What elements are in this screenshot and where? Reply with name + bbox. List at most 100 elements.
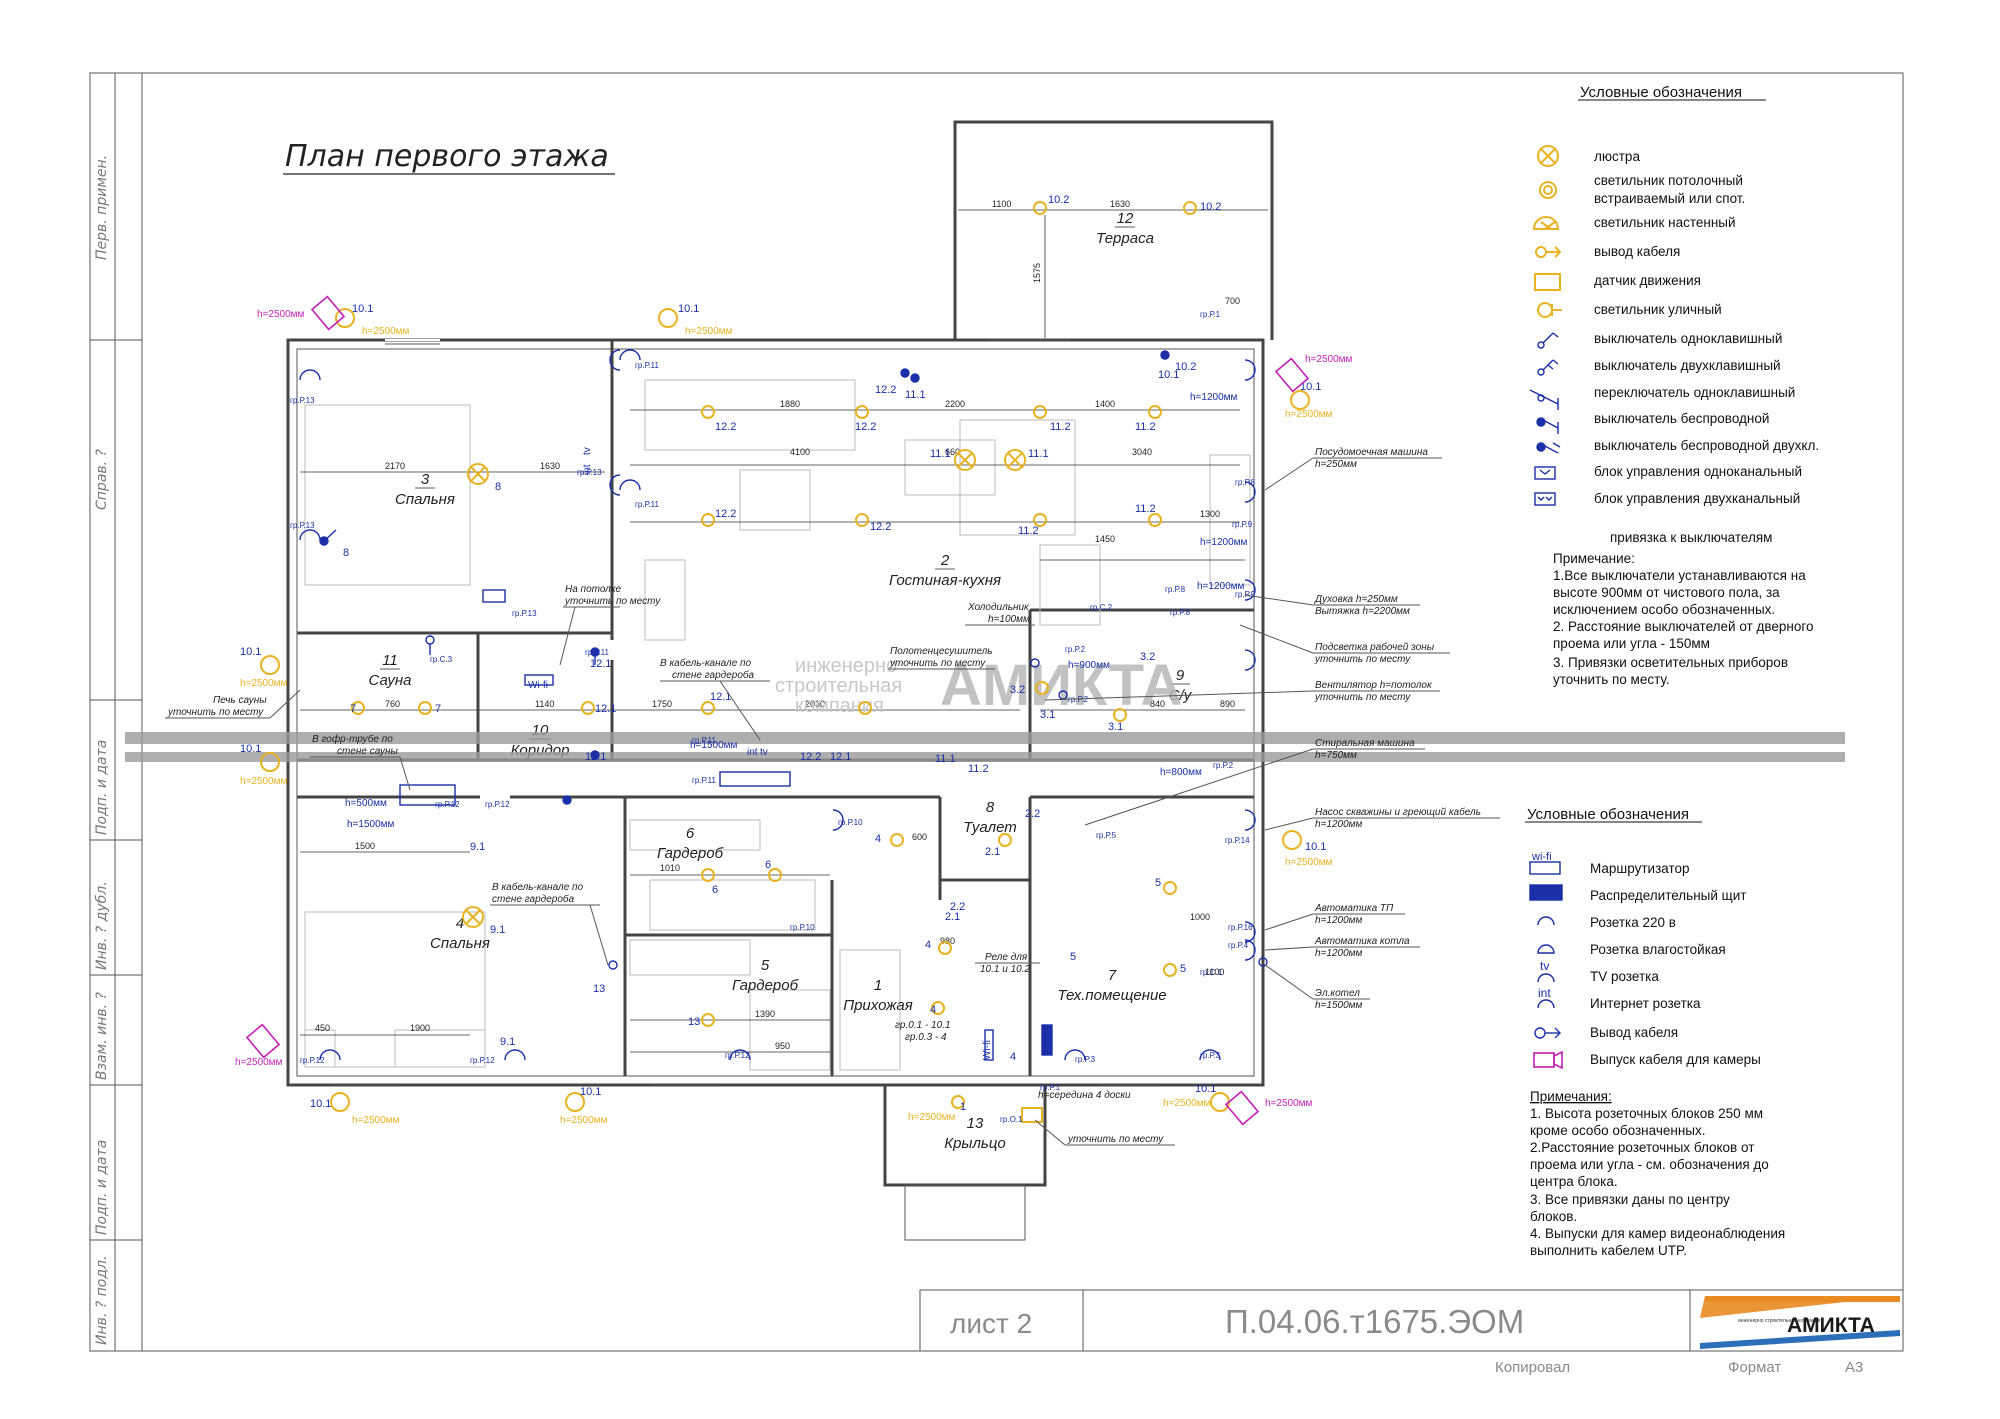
note-middle: h=середина 4 доски <box>1038 1090 1131 1101</box>
note-fan-2: уточнить по месту <box>1314 692 1411 703</box>
svg-text:12.2: 12.2 <box>715 508 736 520</box>
legend2-item-6: Вывод кабеля <box>1590 1025 1678 1040</box>
legend1-note-5: 3. Привязки осветительных приборов <box>1553 655 1788 670</box>
svg-text:11.2: 11.2 <box>968 763 989 775</box>
note-fridge-2: h=100мм <box>988 614 1030 625</box>
spotlight-icon <box>701 405 715 419</box>
legend1-item-10: выключатель беспроводной двухкл. <box>1594 438 1819 453</box>
svg-text:10.2: 10.2 <box>1200 201 1221 213</box>
svg-text:10.1: 10.1 <box>240 646 261 658</box>
svg-text:гр.Р.8: гр.Р.8 <box>1170 608 1191 617</box>
toggle-switch-icon <box>1529 389 1559 410</box>
dim-1500: 1500 <box>355 841 375 851</box>
svg-text:гр.Р.11: гр.Р.11 <box>692 736 716 745</box>
spotlight-icon <box>855 405 869 419</box>
dim-1630b: 1630 <box>540 461 560 471</box>
note-wash-1: Стиральная машина <box>1315 738 1415 749</box>
dim-950: 950 <box>775 1041 790 1051</box>
svg-text:2.2: 2.2 <box>1025 808 1040 820</box>
svg-text:гр.Р.9: гр.Р.9 <box>1235 590 1256 599</box>
svg-text:гр.О.1: гр.О.1 <box>1000 1115 1023 1124</box>
svg-text:11.2: 11.2 <box>1018 525 1039 537</box>
note-autob-1: Автоматика котла <box>1314 936 1410 947</box>
svg-text:12.1: 12.1 <box>590 658 611 670</box>
chandelier-icon <box>467 463 489 485</box>
svg-text:гр.С.2: гр.С.2 <box>1090 603 1113 612</box>
room-6-num: 6 <box>686 825 695 842</box>
room-5-name: Гардероб <box>732 977 799 994</box>
dim-1100b: 1100 <box>1205 967 1224 977</box>
wireless-switch-icon <box>1536 417 1559 434</box>
dim-2030: 2030 <box>805 699 825 709</box>
note-groups-1: гр.0.1 - 10.1 <box>895 1020 951 1031</box>
svg-text:5: 5 <box>1070 951 1076 963</box>
light-h-8: h=2500мм <box>560 1115 608 1126</box>
note-relay-1: Реле для <box>985 952 1028 963</box>
dim-1400: 1400 <box>1095 399 1115 409</box>
blue-h-1200a: h=1200мм <box>1190 392 1238 403</box>
note-cable-2a: В кабель-канале по <box>492 881 584 893</box>
camera-cable-icon <box>245 1023 281 1059</box>
street-light-icon <box>330 1092 350 1112</box>
room-4-num: 4 <box>456 915 464 932</box>
svg-text:8: 8 <box>343 547 349 559</box>
svg-text:гр.Р.10: гр.Р.10 <box>838 818 863 827</box>
note-fan-1: Вентилятор h=потолок <box>1315 680 1433 691</box>
note-pump-2: h=1200мм <box>1315 819 1363 830</box>
dim-1630: 1630 <box>1110 199 1130 209</box>
svg-text:гр.Р.11: гр.Р.11 <box>585 648 609 657</box>
dim-660: 660 <box>945 447 960 457</box>
street-light-icon <box>260 655 280 675</box>
legend1-note-6: уточнить по месту. <box>1553 672 1670 687</box>
legend1-item-0: люстра <box>1594 149 1640 164</box>
legend1-note-2: исключением особо обозначенных. <box>1553 602 1775 617</box>
blue-h-1500b: h=1500мм <box>347 819 395 830</box>
svg-text:12.2: 12.2 <box>715 421 736 433</box>
room-8-name: Туалет <box>963 819 1016 836</box>
cam-h-4: h=2500мм <box>1265 1098 1313 1109</box>
svg-text:wi-fi: wi-fi <box>1531 851 1552 863</box>
legend1-item-1a: светильник потолочный <box>1594 173 1743 188</box>
room-3-num: 3 <box>421 471 430 488</box>
light-h-3: h=2500мм <box>1285 409 1333 420</box>
light-h-5: h=2500мм <box>240 776 288 787</box>
router-label-1: Wi-fi <box>528 680 548 691</box>
svg-text:гр.Р.13: гр.Р.13 <box>512 609 537 618</box>
spotlight-icon <box>351 701 365 715</box>
note-towel-1: Полотенцесушитель <box>890 646 993 657</box>
spotlight-icon <box>1539 181 1557 199</box>
svg-text:12.2: 12.2 <box>800 751 821 763</box>
legend1-item-7: выключатель двухклавишный <box>1594 358 1781 373</box>
control-unit-single-icon <box>1534 466 1556 480</box>
legend1-note-1: высоте 900мм от чистового пола, за <box>1553 585 1780 600</box>
wifi-router-icon: wi-fi <box>1529 851 1561 875</box>
dim-4100: 4100 <box>790 447 810 457</box>
svg-text:11.1: 11.1 <box>930 448 951 460</box>
svg-text:10.1: 10.1 <box>240 743 261 755</box>
note-groups-2: гр.0.3 - 4 <box>905 1032 947 1043</box>
camera-cable-icon <box>1533 1050 1563 1070</box>
wall-light-icon <box>1532 216 1560 230</box>
svg-text:12.1: 12.1 <box>595 703 616 715</box>
legend2-note-6: блоков. <box>1530 1209 1577 1224</box>
light-h-1: h=2500мм <box>362 326 410 337</box>
spotlight-icon <box>855 513 869 527</box>
svg-text:гр.Р.12: гр.Р.12 <box>485 800 510 809</box>
legend1-item-8: переключатель одноклавишный <box>1594 385 1795 400</box>
spotlight-icon <box>1163 881 1177 895</box>
street-light-icon <box>1282 830 1302 850</box>
legend1-item-11: блок управления одноканальный <box>1594 464 1802 479</box>
svg-text:7: 7 <box>350 703 356 715</box>
legend1-item-5: светильник уличный <box>1594 302 1722 317</box>
svg-text:гр.Р.4: гр.Р.4 <box>1228 941 1249 950</box>
legend2-item-2: Розетка 220 в <box>1590 915 1676 930</box>
spotlight-icon <box>768 868 782 882</box>
note-wash-2: h=750мм <box>1315 750 1357 761</box>
svg-text:гр.Р.3: гр.Р.3 <box>1075 1055 1096 1064</box>
room-12-name: Терраса <box>1096 230 1154 247</box>
room-8-num: 8 <box>986 799 995 816</box>
socket-icon <box>1537 916 1555 926</box>
svg-text:4: 4 <box>925 939 931 951</box>
light-h-7: h=2500мм <box>352 1115 400 1126</box>
note-relay-2: 10.1 и 10.2 <box>980 964 1030 975</box>
